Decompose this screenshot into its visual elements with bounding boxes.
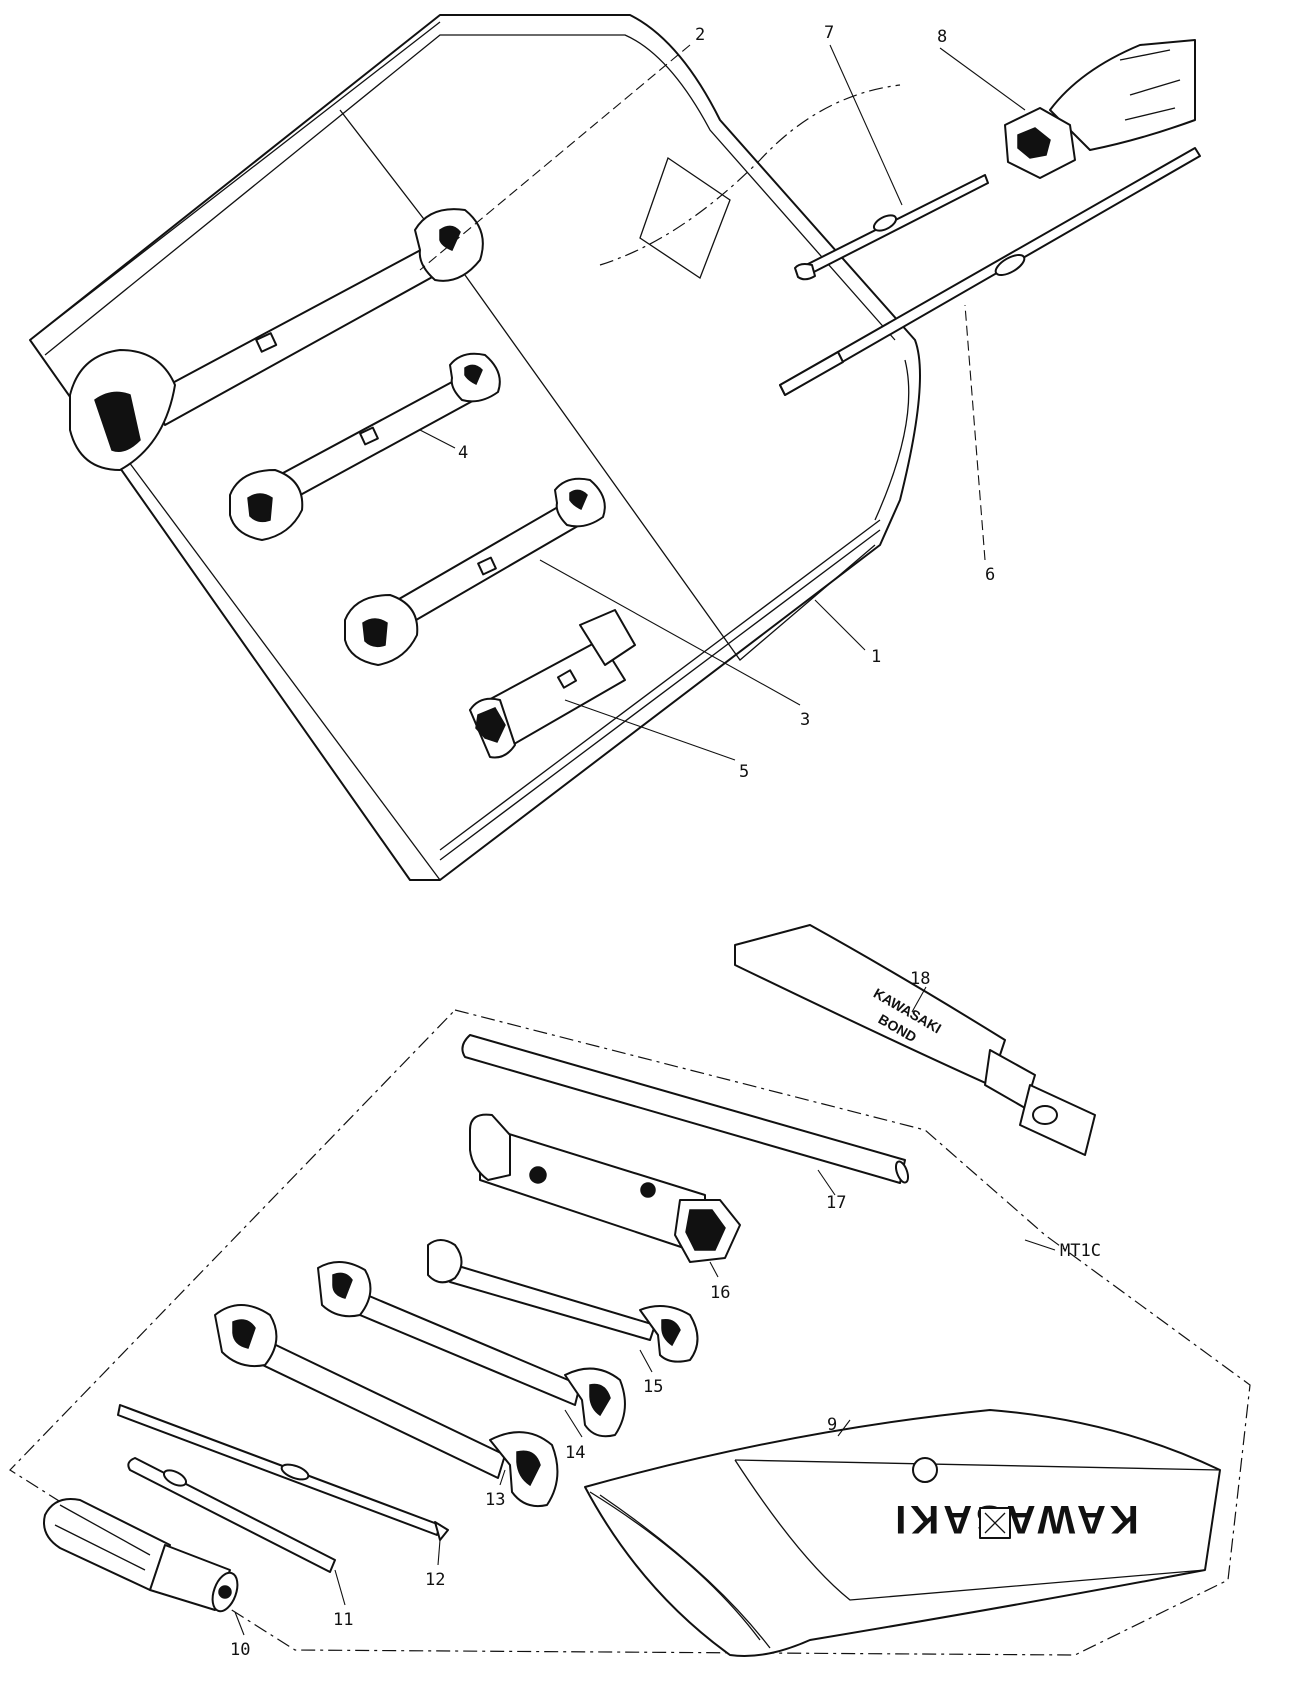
handle-part-8 [1004, 39, 1196, 179]
callout-14: 14 [565, 1443, 585, 1463]
callout-8: 8 [937, 27, 947, 47]
callout-11: 11 [333, 1610, 353, 1630]
wrench-part-3 [344, 477, 606, 666]
callout-18: 18 [910, 969, 930, 989]
wrench-part-4 [229, 352, 501, 541]
tool-pouch-part-9: KAWASAKI [584, 1409, 1221, 1657]
callout-3: 3 [800, 710, 810, 730]
upper-kit: 2 7 8 4 6 1 3 5 [29, 14, 1201, 881]
tool-bag-part-1 [29, 14, 921, 881]
bar-part-17 [461, 1034, 910, 1184]
wrench-part-2 [69, 208, 484, 471]
callout-13: 13 [485, 1490, 505, 1510]
box-wrench-part-16 [469, 1113, 741, 1263]
callout-15: 15 [643, 1377, 663, 1397]
callout-1: 1 [871, 647, 881, 667]
lower-callouts: 18 MT1C 17 16 15 14 13 12 11 10 9 [230, 969, 1101, 1660]
screwdriver-part-7 [794, 174, 989, 281]
upper-callouts: 2 7 8 4 6 1 3 5 [458, 23, 995, 782]
callout-17: 17 [826, 1193, 846, 1213]
wrench-part-15 [427, 1239, 699, 1363]
callout-7: 7 [824, 23, 834, 43]
bond-tube-part-18: KAWASAKI BOND [734, 924, 1096, 1156]
wrench-part-13 [214, 1304, 559, 1508]
screwdriver-part-6 [779, 147, 1201, 396]
callout-10: 10 [230, 1640, 250, 1660]
callout-12: 12 [425, 1570, 445, 1590]
lower-leader-lines [234, 986, 1056, 1636]
callout-6: 6 [985, 565, 995, 585]
callout-5: 5 [739, 762, 749, 782]
wrench-part-14 [317, 1261, 626, 1438]
callout-2: 2 [695, 25, 705, 45]
pouch-brand-text: KAWASAKI [891, 1497, 1139, 1541]
upper-leader-lines [419, 44, 1026, 761]
screwdriver-part-12 [117, 1404, 449, 1541]
lower-kit: KAWASAKI KAWASAKI BOND [9, 924, 1251, 1660]
handle-part-10 [43, 1498, 239, 1613]
group-code-label: MT1C [1060, 1241, 1101, 1261]
callout-4: 4 [458, 443, 468, 463]
socket-part-5 [469, 609, 636, 759]
screwdriver-part-11 [127, 1457, 336, 1573]
callout-16: 16 [710, 1283, 730, 1303]
callout-9: 9 [827, 1415, 837, 1435]
